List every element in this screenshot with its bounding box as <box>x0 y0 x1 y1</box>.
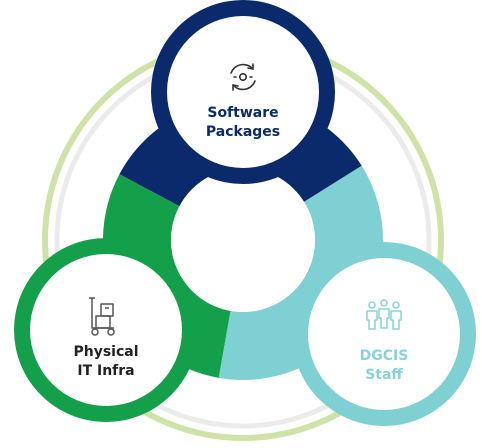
node-infra <box>14 238 198 422</box>
node-infra-face <box>30 254 182 406</box>
node-software-label: Software Packages <box>205 105 281 140</box>
node-staff <box>292 242 476 426</box>
refresh-cycle-icon <box>230 63 256 91</box>
node-software <box>151 0 335 184</box>
hand-truck-boxes-icon <box>89 297 115 336</box>
node-staff-label: DGCIS Staff <box>359 348 409 383</box>
node-staff-face <box>308 258 460 410</box>
node-infra-label: Physical IT Infra <box>73 344 139 379</box>
node-software-face <box>167 16 319 168</box>
people-group-icon <box>366 299 402 330</box>
center-hole <box>171 168 315 312</box>
